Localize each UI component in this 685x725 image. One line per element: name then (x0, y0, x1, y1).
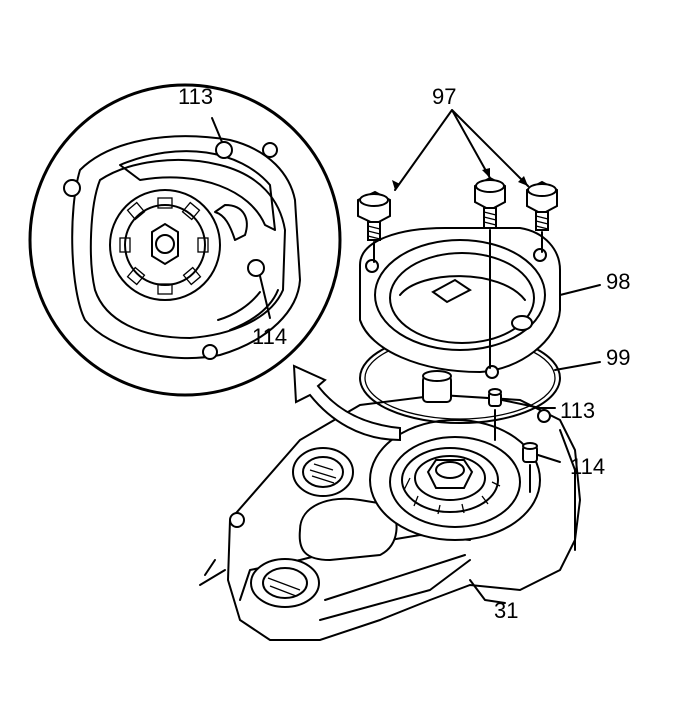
callout-98: 98 (606, 269, 631, 294)
callout-99: 99 (606, 345, 631, 370)
inset-detail-view (28, 83, 342, 397)
callout-97: 97 (432, 84, 457, 109)
callout-113-main: 113 (560, 398, 596, 423)
cover-98 (359, 227, 601, 379)
callout-114-inset: 114 (252, 324, 288, 349)
callout-31: 31 (494, 598, 519, 623)
housing-31 (199, 370, 582, 641)
bolts-97 (357, 109, 558, 369)
callout-113-inset: 113 (178, 84, 214, 109)
bolt-left (357, 190, 391, 263)
curved-arrow (292, 364, 401, 442)
callout-114-main: 114 (570, 454, 606, 479)
bolt-right (526, 180, 558, 253)
